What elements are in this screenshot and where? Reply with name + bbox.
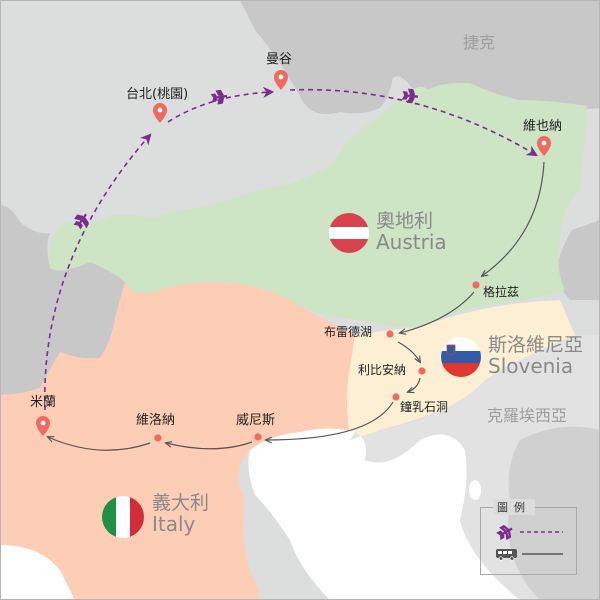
slovenia-flag (441, 337, 481, 377)
city-dot-bled (386, 330, 394, 338)
adriatic-sea (248, 428, 521, 600)
map-pin-icon (274, 70, 288, 90)
city-label-milan: 米蘭 (30, 395, 57, 410)
coach-route-postojna-venice (266, 401, 394, 440)
tyrrhenian-sea (0, 545, 75, 600)
city-label-verona: 維洛納 (136, 413, 176, 428)
country-label-czech: 捷克 (463, 33, 496, 52)
hungary-region (556, 220, 600, 300)
airplane-icon (401, 88, 419, 104)
flight-route-bangkok-vienna (289, 88, 538, 157)
country-name-en: Slovenia (488, 353, 574, 378)
map-pin-icon (537, 136, 551, 156)
city-dot-verona (154, 434, 162, 442)
bosnia-region (508, 426, 600, 600)
map-pin-icon (153, 103, 167, 123)
country-label-slovenia: 斯洛維尼亞 Slovenia (488, 334, 584, 378)
coach-route-ljubljana-postojna (408, 377, 421, 392)
czech-region (240, 0, 600, 114)
city-dot-postojna (392, 393, 400, 401)
flight-route-milan-taipei (43, 133, 152, 411)
legend-bus-icon (496, 549, 517, 561)
city-label-postojna: 鐘乳石洞 (400, 400, 449, 414)
austria-flag (329, 213, 369, 253)
coach-route-bled-ljubljana (397, 341, 420, 362)
country-name-zh: 義大利 (152, 492, 210, 514)
country-name-en: Austria (376, 229, 447, 254)
country-label-croatia: 克羅埃西亞 (487, 406, 568, 425)
flight-route-taipei-bangkok (167, 86, 275, 123)
city-dot-graz (472, 281, 480, 289)
city-label-taipei: 台北(桃園) (126, 87, 189, 102)
country-label-italy: 義大利 Italy (152, 492, 210, 536)
italy-region (0, 282, 355, 600)
airplane-icon (210, 89, 228, 105)
country-name-zh: 斯洛維尼亞 (488, 334, 584, 356)
austria-region (48, 82, 588, 327)
city-label-bled: 布雷德湖 (324, 325, 373, 339)
map-pin-icon (36, 416, 50, 436)
legend-title: 圖例 (493, 499, 535, 515)
country-name-zh: 奧地利 (376, 210, 434, 232)
country-name-en: Italy (152, 511, 196, 536)
city-label-ljubljana: 利比安納 (358, 363, 407, 377)
coach-route-vienna-graz (482, 161, 545, 276)
coach-route-verona-milan (48, 437, 151, 451)
city-label-bangkok: 曼谷 (266, 52, 293, 67)
city-label-vienna: 維也納 (523, 119, 563, 134)
city-dot-venice (254, 433, 262, 441)
country-label-austria: 奧地利 Austria (376, 210, 447, 254)
city-dot-ljubljana (418, 367, 426, 375)
airplane-icon (73, 213, 89, 230)
legend-airplane-icon (496, 524, 513, 541)
coach-route-graz-bled (400, 291, 475, 333)
coach-route-venice-verona (166, 442, 253, 450)
italy-flag (102, 496, 144, 538)
map-legend: 圖例 (480, 499, 577, 575)
switzerland-region (0, 205, 125, 395)
city-label-venice: 威尼斯 (236, 413, 276, 428)
city-label-graz: 格拉茲 (483, 285, 520, 299)
